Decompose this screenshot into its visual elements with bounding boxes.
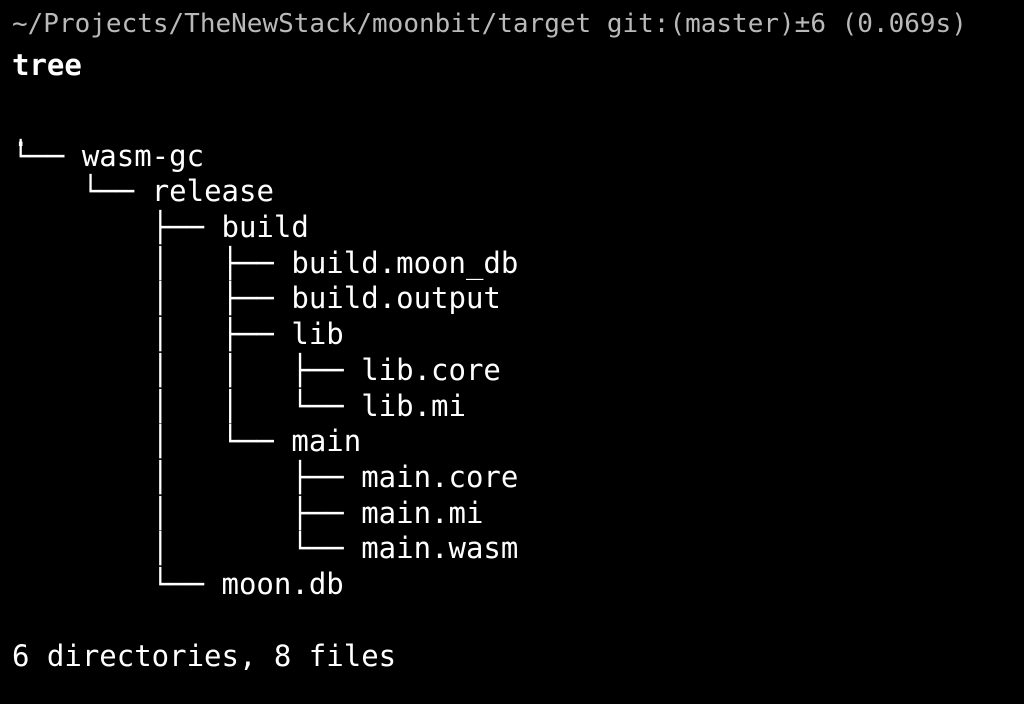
tree-node-name: build.moon_db — [291, 246, 519, 280]
tree-row: │ ├── main.core — [12, 459, 519, 495]
tree-node-name: release — [151, 174, 274, 208]
tree-guide: │ ├── — [12, 317, 292, 351]
tree-guide: └── — [12, 139, 82, 173]
tree-row: │ ├── build.output — [12, 280, 501, 316]
tree-row: │ ├── lib — [12, 316, 344, 352]
tree-row: └── wasm-gc — [12, 138, 204, 174]
tree-guide: │ └── — [12, 424, 292, 458]
prompt-line: ~/Projects/TheNewStack/moonbit/target gi… — [12, 9, 967, 39]
tree-row: │ │ └── lib.mi — [12, 388, 466, 424]
tree-row: ├── build — [12, 209, 309, 245]
tree-node-name: wasm-gc — [81, 139, 205, 173]
tree-guide: │ ├── — [12, 496, 362, 530]
tree-guide: ├── — [12, 210, 222, 244]
tree-guide: │ │ ├── — [12, 353, 362, 387]
command-line: tree — [12, 48, 82, 82]
tree-row: │ └── main.wasm — [12, 530, 519, 566]
tree-guide: │ │ └── — [12, 389, 362, 423]
tree-node-name: lib.mi — [361, 389, 466, 423]
tree-node-name: lib.core — [361, 353, 501, 387]
tree-node-name: . — [12, 119, 30, 153]
tree-guide: └── — [12, 174, 152, 208]
tree-row: . — [12, 118, 29, 154]
tree-row: │ ├── main.mi — [12, 495, 484, 531]
tree-row: └── release — [12, 173, 274, 209]
tree-guide: │ ├── — [12, 281, 292, 315]
tree-node-name: build.output — [291, 281, 501, 315]
tree-guide: │ ├── — [12, 460, 362, 494]
tree-row: └── moon.db — [12, 566, 344, 602]
tree-node-name: main.mi — [361, 496, 484, 530]
tree-node-name: main.core — [361, 460, 519, 494]
tree-node-name: moon.db — [221, 567, 344, 601]
tree-row: │ └── main — [12, 423, 362, 459]
tree-row: │ ├── build.moon_db — [12, 245, 519, 281]
tree-node-name: build — [221, 210, 309, 244]
tree-row: │ │ ├── lib.core — [12, 352, 501, 388]
tree-node-name: main.wasm — [361, 531, 519, 565]
summary-line: 6 directories, 8 files — [12, 639, 397, 673]
tree-guide: │ ├── — [12, 246, 292, 280]
tree-node-name: lib — [291, 317, 344, 351]
tree-node-name: main — [291, 424, 362, 458]
tree-guide: └── — [12, 567, 222, 601]
tree-guide: │ └── — [12, 531, 362, 565]
